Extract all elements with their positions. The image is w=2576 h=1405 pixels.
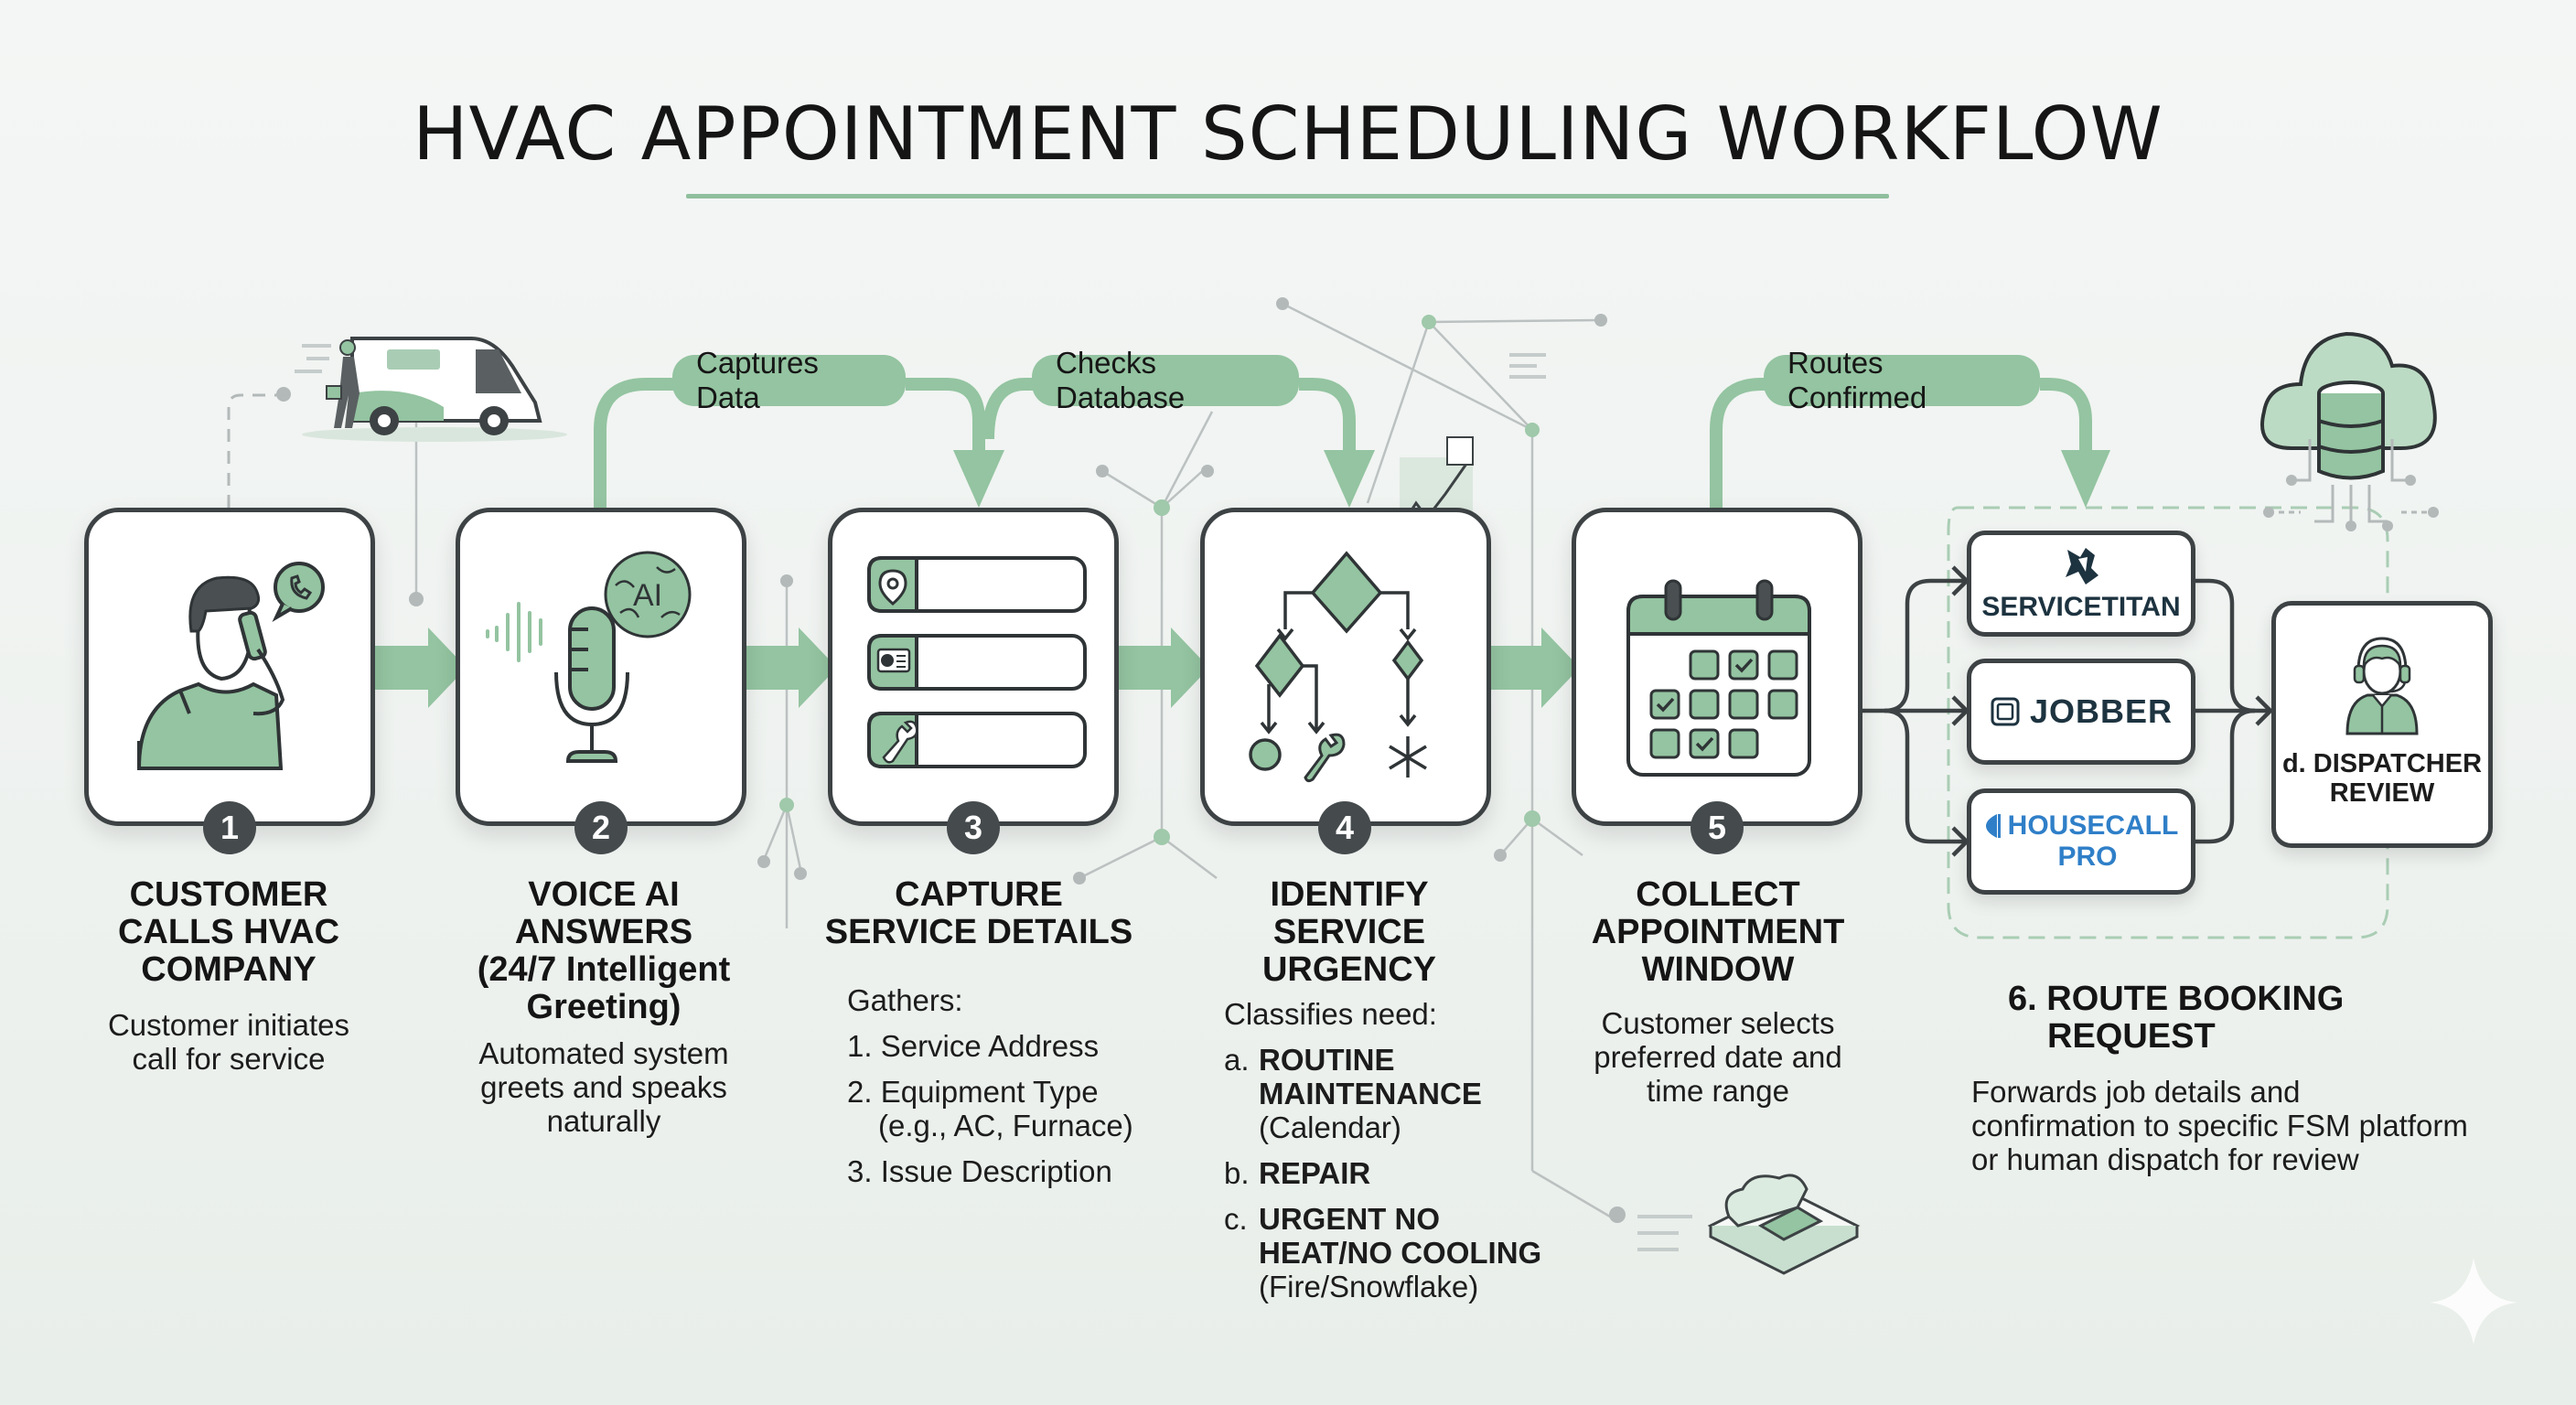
list-intro: Gathers: — [847, 983, 963, 1017]
step-1-card[interactable] — [84, 508, 375, 826]
sound-wave-icon — [486, 602, 542, 662]
step-5-card[interactable] — [1572, 508, 1862, 826]
list-item: 1. Service Address — [847, 1029, 1100, 1063]
jobber-logo-icon — [1991, 697, 2020, 726]
list-item: 2. Equipment Type(e.g., AC, Furnace) — [847, 1075, 1133, 1142]
van-dashed-link — [227, 393, 279, 508]
connector-pill-checks-database: Checks Database — [1032, 346, 1299, 414]
step-1-number-badge: 1 — [203, 801, 256, 854]
platform-housecall-pro[interactable]: HOUSECALL PRO — [1967, 788, 2195, 895]
routing-lines — [1862, 578, 2270, 844]
calendar-icon — [1626, 579, 1811, 777]
checks-database-connector — [982, 378, 1356, 457]
service-van-illustration — [302, 337, 567, 442]
step-5-number-badge: 5 — [1690, 801, 1744, 854]
connector-pill-routes-confirmed: Routes Confirmed — [1764, 346, 2040, 414]
step-2-card[interactable]: AI — [456, 508, 746, 826]
repair-wrench-icon — [1304, 733, 1346, 783]
step-4-card[interactable] — [1200, 508, 1491, 826]
connector-arrowheads — [953, 450, 2110, 508]
checkmark-icon — [1656, 658, 1754, 752]
snowflake-icon — [1389, 736, 1427, 778]
wrench-icon — [882, 720, 918, 764]
servicetitan-logo-icon — [2066, 548, 2098, 585]
routine-circle-icon — [1249, 738, 1282, 771]
cloud-database-icon — [2260, 331, 2439, 531]
connector-pill-captures-data: Captures Data — [672, 346, 906, 414]
step-3-card[interactable] — [828, 508, 1119, 826]
text-lines-decoration — [295, 344, 1692, 1251]
location-pin-icon — [878, 569, 907, 606]
routing-region-outline — [1947, 506, 2389, 939]
list-item: 3. Issue Description — [847, 1154, 1112, 1188]
routes-confirmed-connector — [1710, 378, 2092, 508]
network-green-dots-decoration — [779, 315, 1540, 845]
step-3-number-badge: 3 — [947, 801, 1000, 854]
step-2-number-badge: 2 — [574, 801, 628, 854]
captures-data-connector — [594, 378, 985, 508]
platform-jobber[interactable]: JOBBER — [1967, 659, 2195, 765]
step-arrows — [375, 627, 1580, 708]
microphone-ai-brain-icon: AI — [486, 551, 692, 763]
step-4-number-badge: 4 — [1318, 801, 1371, 854]
network-dots-decoration — [276, 297, 1626, 1223]
form-fields-icon — [867, 556, 1087, 768]
person-phone-call-icon — [136, 562, 325, 770]
ai-brain-icon: AI — [604, 551, 692, 638]
ac-unit-icon — [876, 648, 911, 673]
title-underline — [686, 194, 1889, 198]
decision-tree-icon — [1249, 551, 1427, 783]
housecall-pro-logo-icon — [1985, 814, 2001, 838]
svg-text:AI: AI — [633, 578, 662, 613]
page-title: HVAC APPOINTMENT SCHEDULING WORKFLOW — [413, 91, 2163, 177]
sparkle-watermark-icon — [2430, 1258, 2517, 1345]
cloud-server-platform-icon — [1707, 1174, 1861, 1275]
list-item: b.REPAIR — [1224, 1156, 1371, 1190]
step-3-details-list: Gathers: 1. Service Address 2. Equipment… — [847, 983, 1158, 1188]
headset-dispatcher-icon — [2345, 637, 2419, 735]
platform-servicetitan[interactable]: SERVICETITAN — [1967, 531, 2195, 637]
list-intro: Classifies need: — [1224, 997, 1437, 1031]
